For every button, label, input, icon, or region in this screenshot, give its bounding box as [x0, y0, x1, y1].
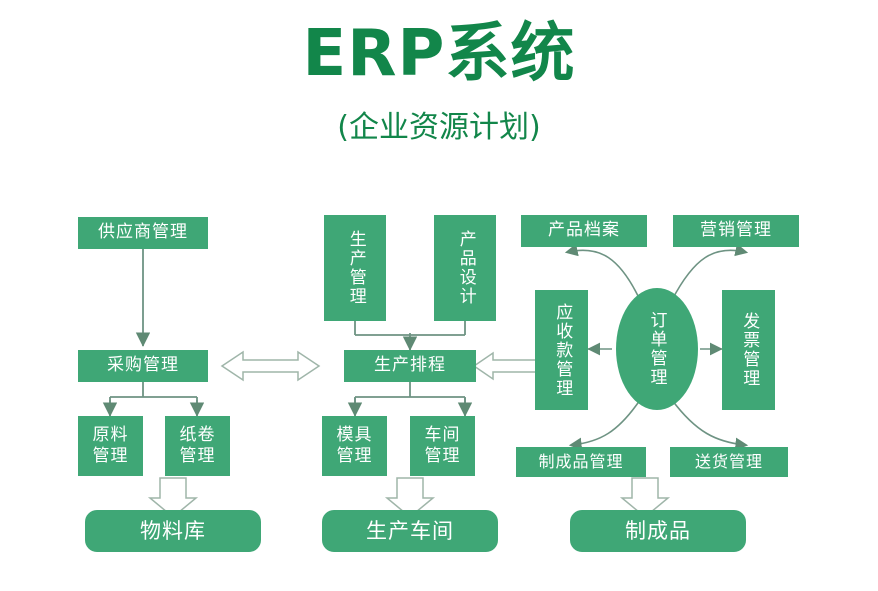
- node-raw-material-management[interactable]: 原料 管理: [78, 416, 143, 476]
- page-subtitle: (企业资源计划): [337, 110, 541, 145]
- node-product-design[interactable]: 产品设计: [434, 215, 496, 321]
- node-invoice-management[interactable]: 发票管理: [722, 290, 775, 410]
- node-production-management[interactable]: 生产管理: [324, 215, 386, 321]
- node-mold-management[interactable]: 模具 管理: [322, 416, 387, 476]
- node-procurement-management[interactable]: 采购管理: [78, 350, 208, 382]
- page-title: ERP系统: [302, 17, 576, 91]
- wire-scheduling-branch: [354, 382, 466, 412]
- node-paper-roll-management[interactable]: 纸卷 管理: [165, 416, 230, 476]
- node-production-workshop[interactable]: 生产车间: [322, 510, 498, 552]
- node-material-warehouse[interactable]: 物料库: [85, 510, 261, 552]
- node-receivables-management[interactable]: 应收款管理: [535, 290, 588, 410]
- node-supplier-management[interactable]: 供应商管理: [78, 217, 208, 249]
- node-order-management[interactable]: 订单管理: [616, 288, 698, 410]
- node-production-scheduling[interactable]: 生产排程: [344, 350, 476, 382]
- node-product-file[interactable]: 产品档案: [521, 215, 647, 247]
- node-delivery-management[interactable]: 送货管理: [670, 447, 788, 477]
- node-marketing-management[interactable]: 营销管理: [673, 215, 799, 247]
- block-arrow-procurement-scheduling: [220, 350, 321, 382]
- node-finished-product-management[interactable]: 制成品管理: [516, 447, 646, 477]
- node-workshop-management[interactable]: 车间 管理: [410, 416, 475, 476]
- wire-procurement-branch: [109, 382, 198, 414]
- node-finished-products[interactable]: 制成品: [570, 510, 746, 552]
- wire-middle-top-branch: [354, 321, 466, 336]
